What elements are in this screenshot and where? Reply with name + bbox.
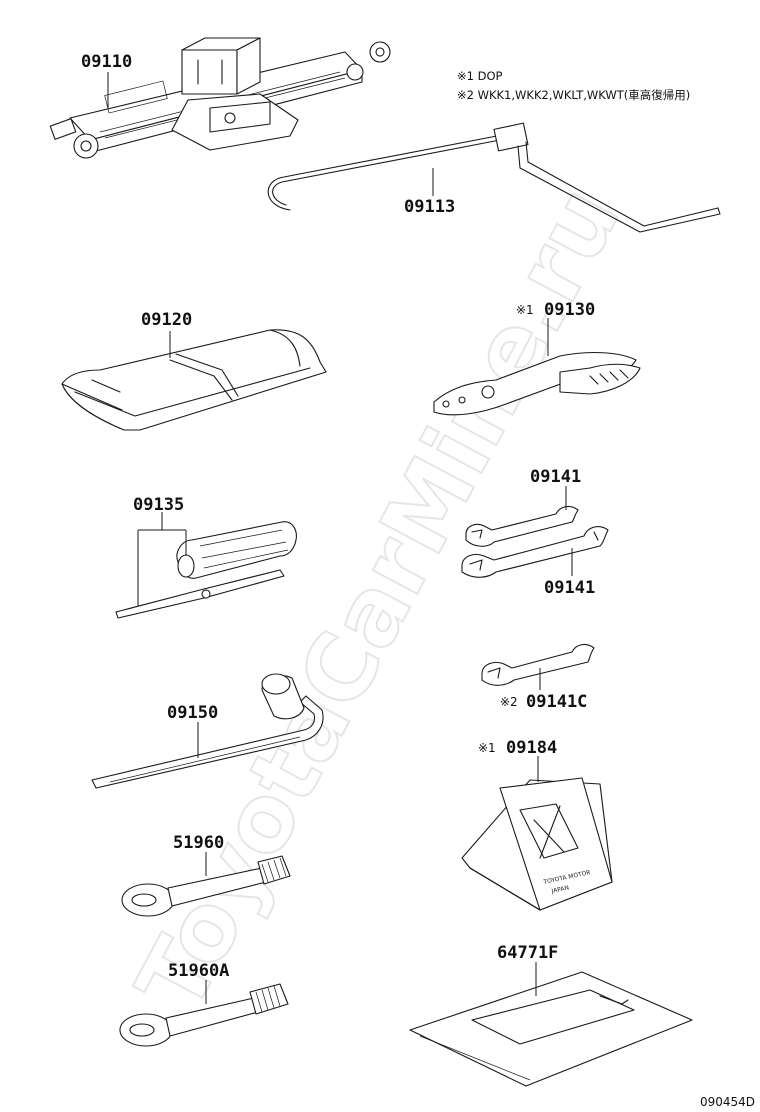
part-label-09150: 09150: [167, 703, 218, 723]
note-1: ※1 DOP: [457, 69, 503, 83]
part-label-51960a: 51960A: [168, 961, 229, 981]
pliers-illustration: [433, 352, 641, 416]
note-mark-09130: ※1: [516, 303, 534, 317]
wheel-wrench-illustration: [91, 673, 324, 789]
part-label-09120: 09120: [141, 310, 192, 330]
note-mark-09184: ※1: [478, 741, 496, 755]
part-label-09141-top: 09141: [530, 467, 581, 487]
chock-text-line2: JAPAN: [550, 884, 570, 895]
part-label-09141-bottom: 09141: [544, 578, 595, 598]
part-label-09184: 09184: [506, 738, 557, 758]
part-label-64771f: 64771F: [497, 943, 558, 963]
part-label-51960: 51960: [173, 833, 224, 853]
part-label-09130: 09130: [544, 300, 595, 320]
towing-eye-illustration: [121, 855, 291, 917]
note-mark-09141c: ※2: [500, 695, 518, 709]
diagram-code: 090454D: [700, 1095, 755, 1109]
part-label-09110: 09110: [81, 52, 132, 72]
tool-bag-illustration: [61, 329, 327, 431]
screwdriver-illustration: [115, 521, 297, 619]
wrenches-illustration: [461, 505, 609, 578]
part-label-09113: 09113: [404, 197, 455, 217]
jack-illustration: [49, 37, 391, 159]
part-label-09135: 09135: [133, 495, 184, 515]
cover-mat-illustration: [409, 971, 693, 1087]
note-2: ※2 WKK1,WKK2,WKLT,WKWT(車高復帰用): [457, 88, 690, 102]
jack-handle-illustration: [267, 122, 721, 233]
wrench-c-illustration: [481, 643, 595, 686]
part-label-09141c: 09141C: [526, 692, 587, 712]
towing-eye-a-illustration: [119, 983, 289, 1047]
wheel-chock-illustration: TOYOTA MOTOR JAPAN: [461, 777, 613, 911]
